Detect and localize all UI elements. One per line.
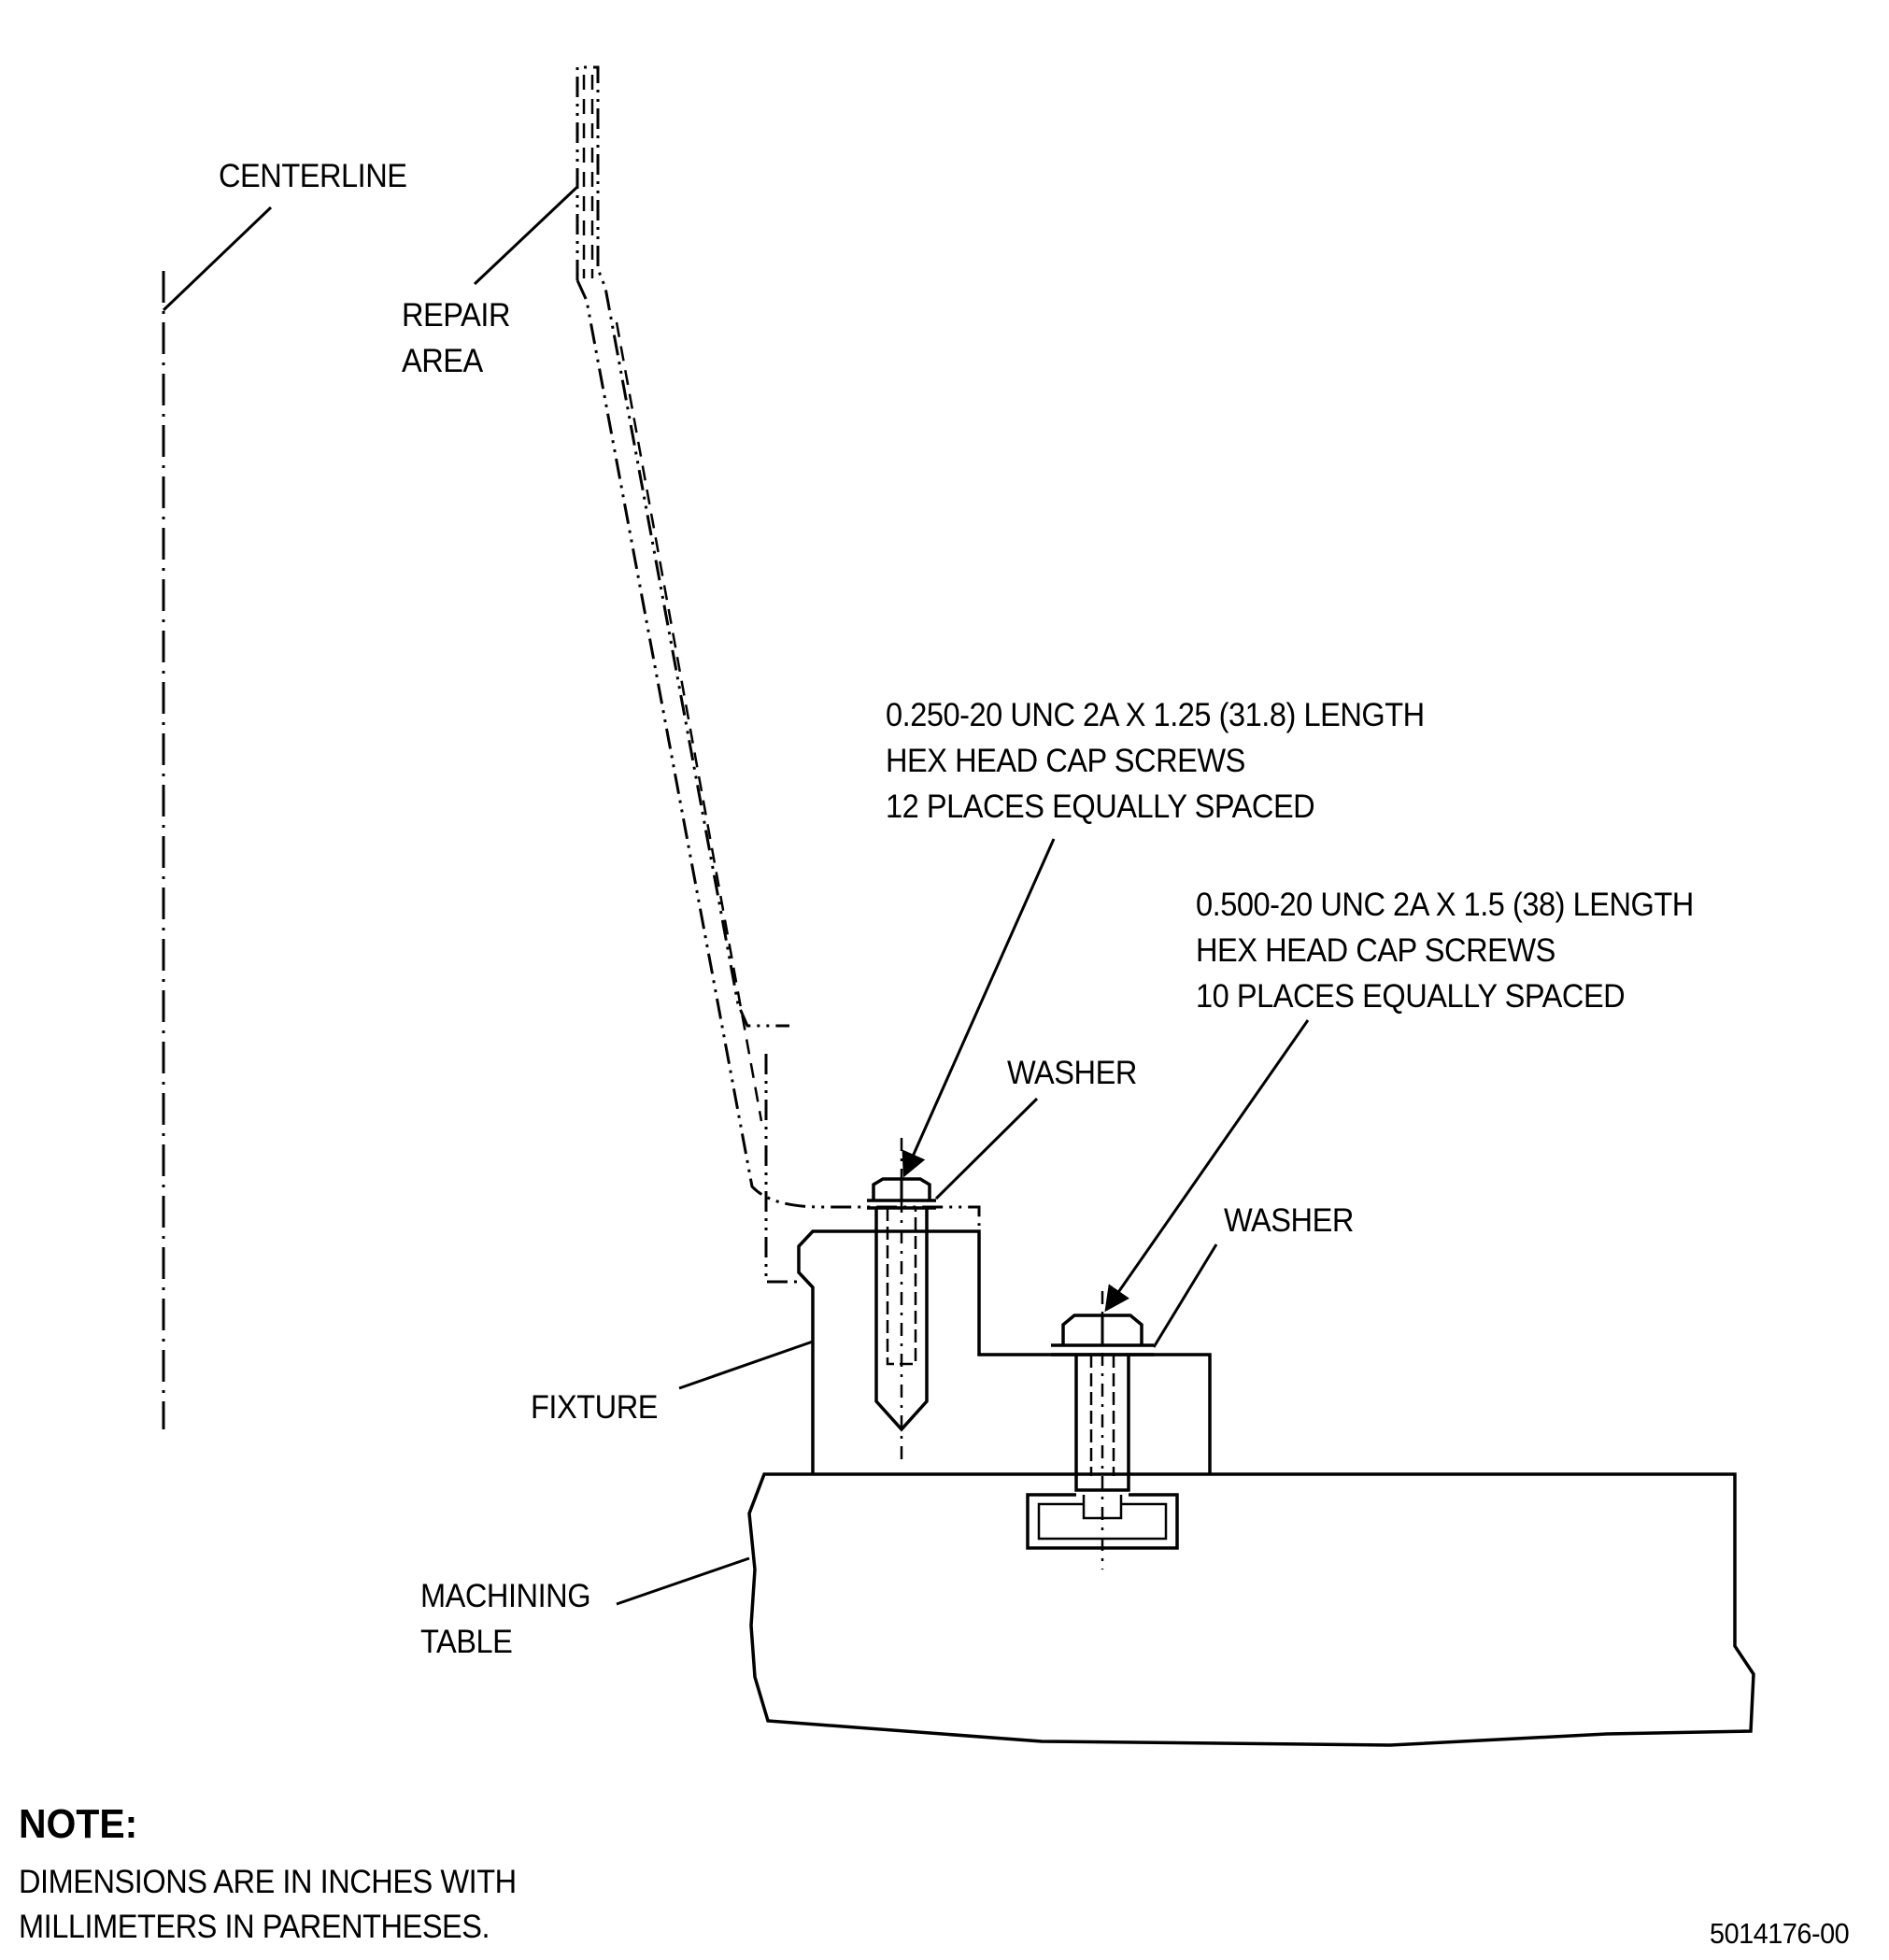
lower-washer-leader — [1152, 1243, 1218, 1348]
upper-washer-label: WASHER — [1007, 1055, 1137, 1091]
upper-washer-leader — [934, 1097, 1039, 1200]
small-screw-spec-line2: HEX HEAD CAP SCREWS — [886, 743, 1245, 779]
centerline-label: CENTERLINE — [219, 158, 407, 194]
repair-area-leader — [473, 185, 579, 286]
small-screw-spec-line3: 12 PLACES EQUALLY SPACED — [886, 788, 1315, 825]
small-screw-spec-line1: 0.250-20 UNC 2A X 1.25 (31.8) LENGTH — [886, 697, 1425, 733]
large-screw-leader — [1104, 1019, 1310, 1313]
fixture-leader — [678, 1340, 814, 1390]
note-line1: DIMENSIONS ARE IN INCHES WITH — [19, 1864, 517, 1900]
machining-table-leader — [616, 1556, 750, 1606]
machining-table — [747, 1472, 1755, 1747]
repair-area-hidden-lines — [582, 75, 763, 1122]
note-line2: MILLIMETERS IN PARENTHESES. — [19, 1909, 490, 1945]
large-screw-spec-line1: 0.500-20 UNC 2A X 1.5 (38) LENGTH — [1196, 887, 1694, 923]
fixture-label: FIXTURE — [531, 1389, 658, 1426]
large-cap-screw — [1051, 1291, 1154, 1569]
small-screw-leader — [902, 838, 1056, 1178]
centerline-leader — [162, 206, 273, 312]
small-cap-screw — [867, 1138, 936, 1459]
fixture — [797, 1229, 1212, 1474]
part-phantom-outline — [575, 65, 981, 1284]
machining-table-label-line2: TABLE — [420, 1624, 513, 1660]
large-screw-spec-line2: HEX HEAD CAP SCREWS — [1196, 932, 1555, 969]
note-heading: NOTE: — [19, 1801, 138, 1847]
t-slot-nut — [1026, 1493, 1179, 1550]
large-screw-spec-line3: 10 PLACES EQUALLY SPACED — [1196, 978, 1626, 1015]
lower-washer-label: WASHER — [1224, 1202, 1354, 1239]
repair-area-label-line2: AREA — [402, 343, 483, 379]
figure-id: 5014176-00 — [1710, 1917, 1850, 1950]
repair-area-label-line1: REPAIR — [402, 297, 510, 334]
machining-table-label-line1: MACHINING — [420, 1578, 591, 1614]
